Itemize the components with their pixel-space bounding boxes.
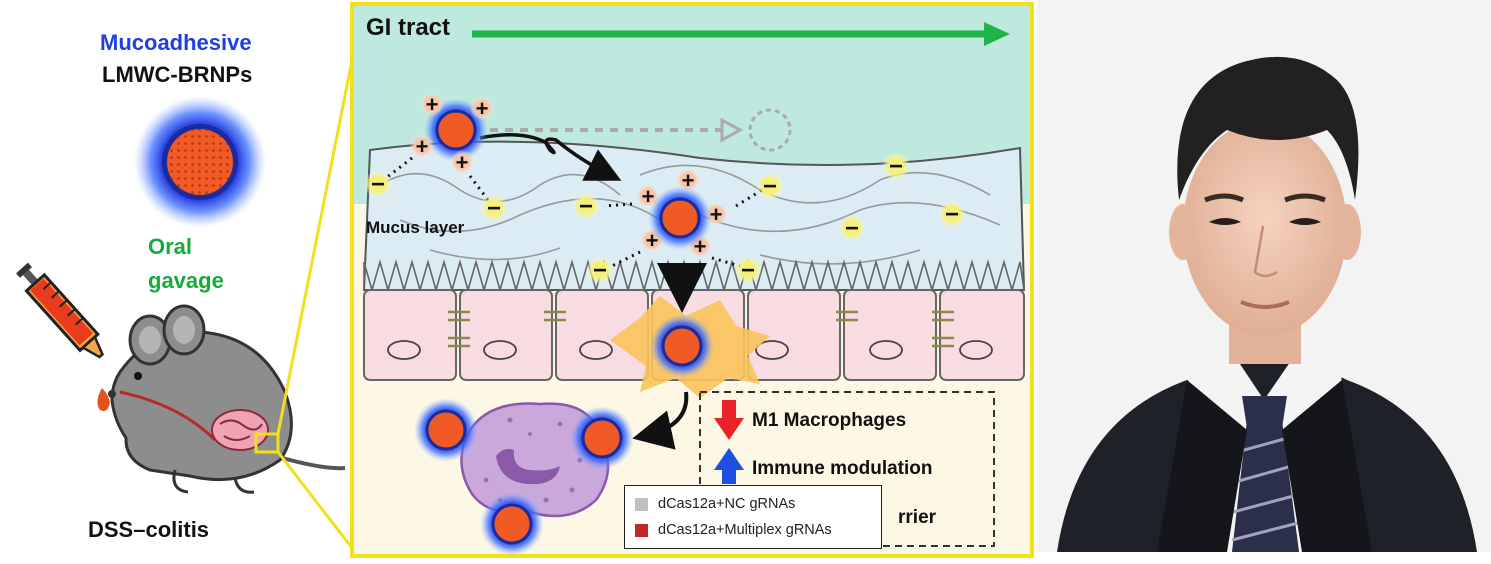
svg-text:−: − — [945, 201, 959, 228]
zoom-line-top — [276, 59, 354, 435]
portrait-photo — [1037, 0, 1491, 552]
legend-item-multiplex: dCas12a+Multiplex gRNAs — [635, 520, 832, 540]
svg-text:−: − — [763, 173, 777, 200]
route-label-line2: gavage — [148, 268, 224, 293]
nanoparticle-icon — [134, 96, 266, 228]
ghost-particle — [748, 108, 792, 152]
svg-text:−: − — [487, 195, 501, 222]
svg-text:+: + — [416, 134, 429, 159]
gi-tract-arrowhead — [984, 22, 1010, 46]
model-label: DSS–colitis — [88, 517, 210, 542]
svg-text:−: − — [593, 257, 607, 284]
particle-mucus — [648, 186, 712, 250]
svg-text:−: − — [579, 193, 593, 220]
svg-text:+: + — [710, 202, 723, 227]
legend-swatch-gray — [635, 497, 648, 511]
up-arrow-icon — [714, 448, 744, 484]
legend-label: dCas12a+Multiplex gRNAs — [658, 522, 832, 538]
gi-tract-label: GI tract — [366, 14, 451, 41]
minus-charges: − − − − − − − − − — [364, 152, 966, 284]
svg-text:−: − — [371, 171, 385, 198]
svg-text:+: + — [642, 184, 655, 209]
mucus-layer-label: Mucus layer — [366, 218, 465, 237]
down-arrow-icon — [714, 400, 744, 440]
svg-text:+: + — [426, 92, 439, 117]
uptake-arrow — [632, 391, 689, 450]
outcome-immune-modulation: Immune modulation — [752, 458, 933, 479]
legend-label: dCas12a+NC gRNAs — [658, 496, 796, 512]
svg-text:+: + — [456, 150, 469, 175]
svg-text:+: + — [476, 96, 489, 121]
zoom-line-bottom — [276, 451, 354, 549]
syringe-icon — [16, 262, 104, 359]
droplet-icon — [97, 388, 110, 411]
svg-text:−: − — [889, 153, 903, 180]
outcome-partial-text: rrier — [898, 507, 937, 528]
outcome-m1-macrophages: M1 Macrophages — [752, 410, 907, 431]
particles-around-macrophage — [414, 398, 634, 556]
diffusion-arrow — [479, 133, 622, 181]
legend-swatch-red — [635, 523, 648, 537]
particle-epithelium — [650, 314, 714, 378]
ionic-interactions — [385, 156, 763, 268]
legend-item-nc: dCas12a+NC gRNAs — [635, 494, 795, 514]
legend-box: dCas12a+NC gRNAs dCas12a+Multiplex gRNAs — [624, 485, 882, 549]
svg-text:−: − — [741, 257, 755, 284]
dotted-arrowhead — [720, 117, 744, 143]
route-label-line1: Oral — [148, 234, 193, 259]
mouse-icon — [108, 304, 346, 494]
title-nanoparticle: LMWC-BRNPs — [102, 62, 253, 87]
title-mucoadhesive: Mucoadhesive — [100, 30, 252, 55]
svg-text:−: − — [845, 215, 859, 242]
